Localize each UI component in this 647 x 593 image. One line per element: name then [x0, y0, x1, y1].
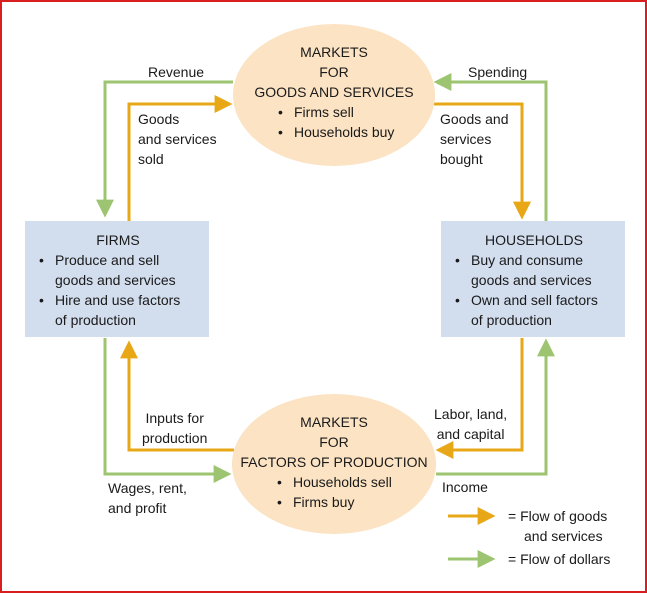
markets-factors-bullet: Households sell: [269, 472, 409, 492]
markets-factors-title-line: MARKETS: [300, 414, 368, 430]
inputs-flow-arrow: [120, 340, 234, 452]
firms-box: FIRMS Produce and sell goods and service…: [25, 221, 209, 337]
markets-factors-title-line: FOR: [319, 434, 349, 450]
goods-sold-flow-arrow: [127, 95, 233, 222]
markets-goods-bullet: Firms sell: [270, 102, 404, 122]
spending-label: Spending: [468, 64, 528, 80]
goods-bought-label: Goods and services bought: [440, 111, 509, 167]
households-bullet: Own and sell factors of production: [447, 290, 621, 330]
markets-goods-title-line: MARKETS: [300, 44, 368, 60]
labor-flow-arrow: [435, 338, 524, 459]
markets-goods-bullet: Households buy: [270, 122, 404, 142]
households-bullet: Buy and consume goods and services: [447, 250, 621, 290]
markets-goods-oval: MARKETS FOR GOODS AND SERVICES Firms sel…: [233, 24, 435, 166]
income-flow-arrow: [436, 338, 555, 476]
households-box: HOUSEHOLDS Buy and consume goods and ser…: [441, 221, 625, 337]
wages-label: Wages, rent, and profit: [108, 480, 187, 516]
income-label: Income: [442, 479, 488, 495]
revenue-flow-arrow: [96, 80, 233, 218]
firms-title: FIRMS: [96, 232, 140, 248]
legend-dollars-text: = Flow of dollars: [508, 551, 611, 567]
firms-bullet: Produce and sell goods and services: [31, 250, 205, 290]
markets-factors-title-line: FACTORS OF PRODUCTION: [240, 454, 428, 470]
goods-bought-flow-arrow: [434, 102, 531, 220]
markets-factors-bullet: Firms buy: [269, 492, 409, 512]
markets-goods-title-line: GOODS AND SERVICES: [254, 84, 414, 100]
labor-label: Labor, land, and capital: [434, 406, 508, 442]
markets-factors-oval: MARKETS FOR FACTORS OF PRODUCTION Househ…: [232, 394, 436, 534]
firms-bullet: Hire and use factors of production: [31, 290, 205, 330]
inputs-label: Inputs for production: [142, 410, 208, 446]
spending-flow-arrow: [433, 73, 548, 222]
revenue-label: Revenue: [148, 64, 205, 80]
wages-flow-arrow: [103, 338, 232, 483]
markets-goods-title-line: FOR: [319, 64, 349, 80]
goods-sold-label: Goods and services sold: [138, 111, 217, 167]
legend-goods-text: = Flow of goods and services: [508, 508, 608, 544]
households-title: HOUSEHOLDS: [484, 232, 584, 248]
